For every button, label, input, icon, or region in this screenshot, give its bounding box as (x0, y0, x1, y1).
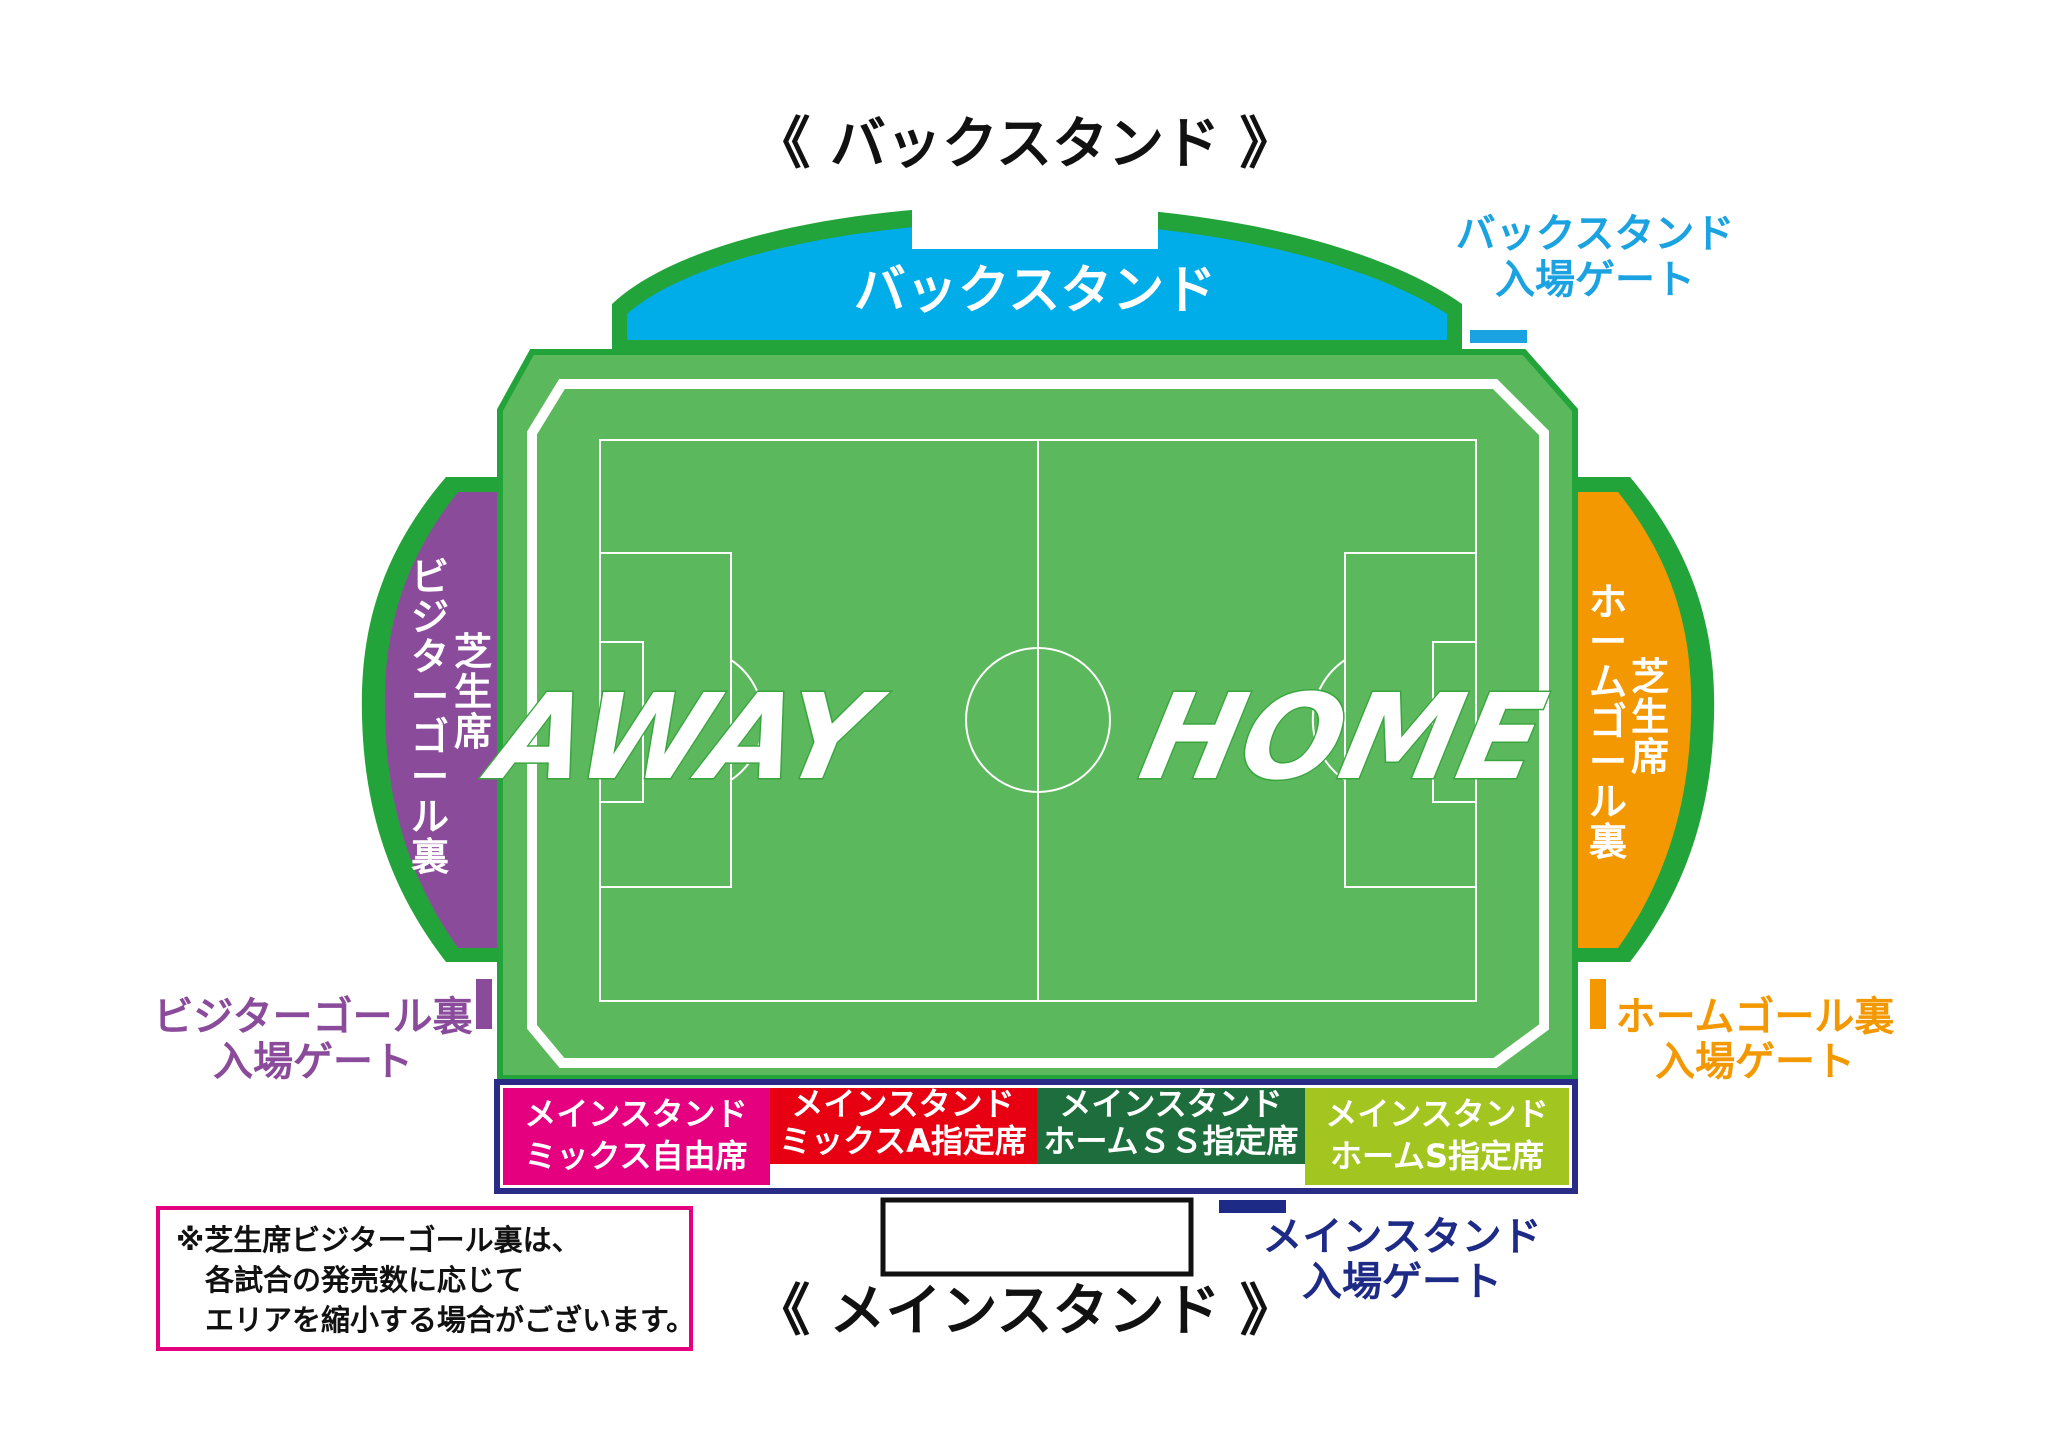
visitor-goal-label-shiba: 芝生席 (454, 630, 492, 754)
visitor-gate-label-2: 入場ゲート (213, 1039, 413, 1085)
visitor-gate-marker[interactable] (476, 979, 492, 1029)
back-stand-platform (912, 205, 1158, 249)
main-stand: メインスタンド ミックス自由席 メインスタンド ミックスA指定席 メインスタンド… (494, 1079, 1578, 1194)
back-gate-label-2: 入場ゲート (1495, 257, 1695, 303)
main-section-home-ss[interactable]: メインスタンド ホームＳＳ指定席 (1037, 1085, 1305, 1164)
note-box: ※芝生席ビジターゴール裏は、 各試合の発売数に応じて エリアを縮小する場合がござ… (156, 1206, 695, 1351)
back-gate-label-1: バックスタンド (1456, 211, 1735, 257)
field-markings (599, 439, 1477, 1002)
back-gate-marker[interactable] (1470, 330, 1527, 343)
visitor-gate-label-1: ビジターゴール裏 (153, 994, 472, 1040)
main-section-home-ss-line2: ホームＳＳ指定席 (1043, 1122, 1298, 1160)
back-stand-area (627, 222, 1447, 340)
home-gate-marker[interactable] (1590, 979, 1606, 1029)
main-section-mix-free[interactable]: メインスタンド ミックス自由席 (503, 1088, 770, 1185)
visitor-goal-stand[interactable]: 芝生席 ビジターゴール裏 (361, 477, 500, 962)
main-gate-label-1: メインスタンド (1262, 1214, 1541, 1260)
main-section-home-s-line2: ホームS指定席 (1330, 1137, 1544, 1175)
note-line-3: エリアを縮小する場合がございます。 (205, 1303, 695, 1337)
back-stand-label: バックスタンド (854, 261, 1216, 321)
home-goal-label-shiba: 芝生席 (1631, 655, 1669, 779)
pitch: AWAY HOME (472, 349, 1578, 1081)
main-section-mix-free-line1: メインスタンド (524, 1095, 747, 1133)
main-section-mix-a-line2: ミックスA指定席 (779, 1122, 1027, 1160)
visitor-goal-area (384, 492, 500, 948)
main-gate-marker[interactable] (1219, 1200, 1286, 1213)
main-stand-platform (880, 1197, 1194, 1277)
home-goal-area (1576, 492, 1692, 948)
home-goal-stand[interactable]: ホームゴール裏 芝生席 (1576, 477, 1715, 962)
note-line-1: ※芝生席ビジターゴール裏は、 (176, 1223, 581, 1257)
away-watermark: AWAY (474, 669, 896, 806)
home-goal-label-name: ホームゴール裏 (1589, 580, 1627, 864)
main-stand-title: 《 メインスタンド 》 (754, 1279, 1296, 1344)
home-gate-label-1: ホームゴール裏 (1616, 994, 1895, 1040)
main-section-home-s-line1: メインスタンド (1325, 1095, 1548, 1133)
main-gate-label-2: 入場ゲート (1302, 1259, 1502, 1305)
home-gate-label-2: 入場ゲート (1655, 1039, 1855, 1085)
main-section-mix-a[interactable]: メインスタンド ミックスA指定席 (770, 1085, 1037, 1164)
note-line-2: 各試合の発売数に応じて (204, 1263, 524, 1297)
main-section-home-s[interactable]: メインスタンド ホームS指定席 (1305, 1088, 1569, 1185)
main-section-mix-free-line2: ミックス自由席 (524, 1137, 747, 1175)
main-section-home-ss-line1: メインスタンド (1059, 1085, 1282, 1123)
back-stand[interactable]: バックスタンド (612, 205, 1462, 350)
back-stand-title: 《 バックスタンド 》 (754, 112, 1295, 177)
visitor-goal-label-name: ビジターゴール裏 (411, 555, 449, 879)
main-section-mix-a-line1: メインスタンド (791, 1085, 1014, 1123)
home-watermark: HOME (1130, 669, 1556, 806)
